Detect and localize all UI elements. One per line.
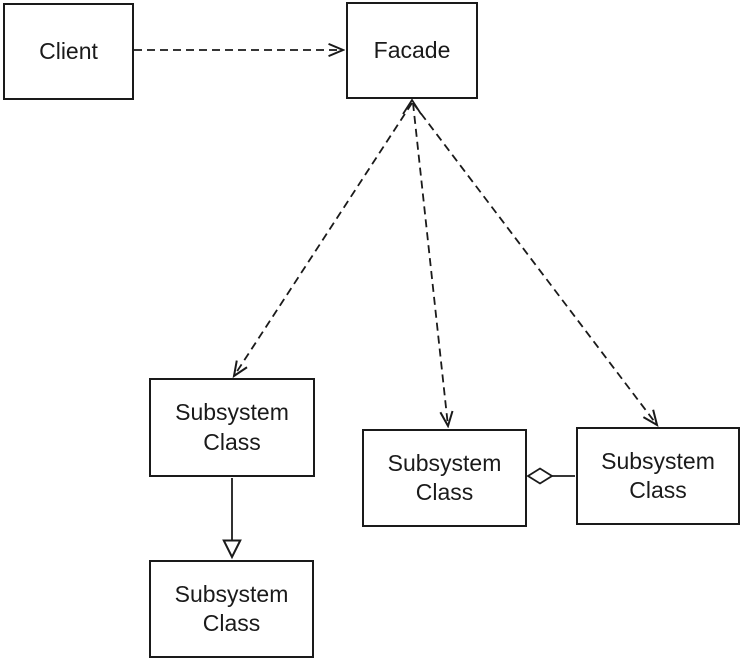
node-subsystem-right-label: Subsystem Class [601,447,715,503]
node-subsystem-right: Subsystem Class [576,427,740,525]
node-facade: Facade [346,2,478,99]
facade-junction-arrowhead-icon [402,98,422,115]
node-subsystem-left: Subsystem Class [149,378,315,477]
edge-facade-subsystem-middle [412,102,448,426]
edge-facade-subsystem-left [234,102,413,376]
node-subsystem-left-label: Subsystem Class [175,399,289,455]
node-client: Client [3,3,134,100]
edge-facade-subsystem-right [412,102,657,425]
node-subsystem-bottom: Subsystem Class [149,560,314,658]
aggregation-diamond-icon [526,467,554,485]
node-subsystem-bottom-label: Subsystem Class [174,580,289,636]
node-facade-label: Facade [373,36,451,63]
node-subsystem-middle: Subsystem Class [362,429,527,527]
node-subsystem-middle-label: Subsystem Class [387,449,502,505]
node-client-label: Client [39,37,98,64]
